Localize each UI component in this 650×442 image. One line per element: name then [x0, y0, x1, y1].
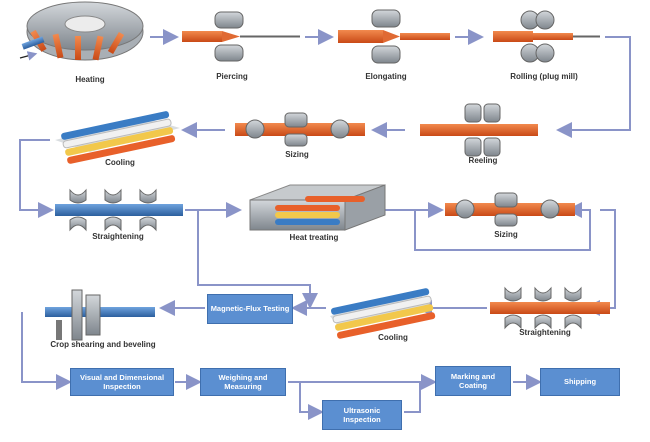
weighing-box: Weighing and Measuring: [200, 368, 286, 396]
magnetic-flux-box: Magnetic-Flux Testing: [207, 294, 293, 324]
sizing-1-illustration: [235, 112, 365, 147]
cooling-2-label: Cooling: [378, 333, 408, 342]
cooling-2-illustration: [330, 288, 436, 339]
rolling-illustration: [493, 10, 600, 63]
heat-treating-illustration: [249, 184, 386, 231]
cooling-1-illustration: [55, 111, 180, 164]
flow-arrows: [19, 29, 631, 420]
straightening-1-label: Straightening: [92, 232, 144, 241]
elongating-illustration: [338, 9, 450, 64]
shipping-box: Shipping: [540, 368, 620, 396]
sizing-2-label: Sizing: [494, 230, 518, 239]
ultrasonic-box: Ultrasonic Inspection: [322, 400, 402, 430]
elongating-label: Elongating: [365, 72, 407, 81]
straightening-2-illustration: [490, 286, 610, 330]
heating-furnace-illustration: [19, 1, 144, 61]
marking-box: Marking and Coating: [435, 366, 511, 396]
piercing-label: Piercing: [216, 72, 248, 81]
piercing-illustration: [182, 11, 300, 62]
heat-treating-label: Heat treating: [289, 233, 339, 242]
cooling-1-label: Cooling: [105, 158, 135, 167]
crop-shearing-illustration: [45, 289, 155, 341]
crop-shearing-label: Crop shearing and beveling: [50, 340, 156, 349]
sizing-2-illustration: [445, 192, 575, 227]
reeling-label: Reeling: [468, 156, 498, 165]
straightening-2-label: Straightening: [519, 328, 571, 337]
reeling-illustration: [420, 103, 538, 157]
straightening-1-illustration: [55, 188, 183, 232]
rolling-label: Rolling (plug mill): [510, 72, 578, 81]
heating-label: Heating: [75, 75, 105, 84]
sizing-1-label: Sizing: [285, 150, 309, 159]
visual-inspection-box: Visual and Dimensional Inspection: [70, 368, 174, 396]
